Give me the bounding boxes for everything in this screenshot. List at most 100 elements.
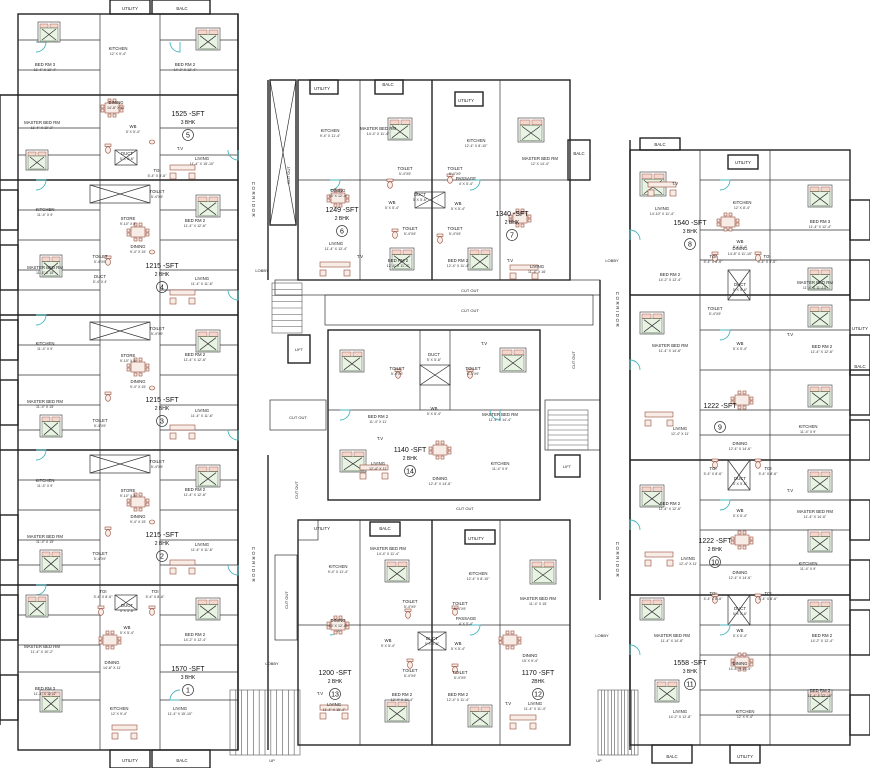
dining-chair bbox=[112, 98, 117, 103]
dining-chair bbox=[735, 218, 740, 223]
utility-box bbox=[297, 519, 319, 541]
bed-pillow bbox=[197, 599, 208, 605]
room-dimension: 5'-4" X 8'-6" bbox=[758, 260, 777, 264]
duct-cross bbox=[89, 184, 151, 204]
bed-pillow bbox=[37, 151, 47, 157]
bed-pillow bbox=[513, 349, 525, 356]
dining-chair bbox=[498, 640, 503, 645]
dining-chair bbox=[345, 198, 350, 203]
furniture-layer bbox=[25, 21, 833, 740]
unit-number: 1 bbox=[186, 688, 190, 695]
room-name: TOILET bbox=[453, 670, 468, 675]
room-name: BED RM 2 bbox=[185, 487, 206, 492]
wc-cistern bbox=[436, 233, 444, 237]
room-dimension: 9'-10" X 8' bbox=[120, 222, 137, 226]
unit-number-circle bbox=[404, 465, 416, 477]
dining-chair bbox=[326, 625, 331, 630]
lobby-label: LOBBY bbox=[605, 258, 619, 263]
dining-chair bbox=[107, 98, 112, 103]
armchair bbox=[169, 172, 177, 180]
quilt-pattern bbox=[29, 602, 45, 616]
wc-cistern bbox=[104, 526, 112, 530]
room-dimension: 11'-4" X 15'-4" bbox=[323, 708, 346, 712]
armchair bbox=[381, 472, 389, 480]
room-dimension: 11'-4" X 12'-4" bbox=[809, 225, 832, 229]
duct-cross bbox=[89, 321, 151, 341]
cut-out-label: CUT OUT bbox=[286, 166, 291, 184]
bed bbox=[339, 349, 365, 373]
dining-chair bbox=[749, 536, 754, 541]
unit-area: 1140 -SFT bbox=[394, 447, 427, 454]
bed-pillow bbox=[480, 706, 491, 712]
dining-chair bbox=[742, 390, 747, 395]
room-dimension: 5' X 5'-4" bbox=[120, 631, 135, 635]
room-dimension: 5' X 5'-6" bbox=[120, 157, 135, 161]
room-dimension: 5' X 5'-6" bbox=[733, 482, 748, 486]
bed bbox=[195, 194, 221, 218]
dining-chair bbox=[749, 400, 754, 405]
room-name: UTILITY bbox=[458, 98, 474, 103]
dining-chair bbox=[338, 188, 343, 193]
quilt-pattern bbox=[471, 712, 489, 726]
room-dimension: 11'-4" X 14'-8" bbox=[661, 639, 684, 643]
bed bbox=[807, 529, 833, 553]
dining-chair bbox=[133, 237, 138, 242]
room-name: STORE bbox=[121, 488, 136, 493]
room-dimension: 11'-4" X 15' bbox=[36, 405, 54, 409]
unit-number: 4 bbox=[160, 285, 164, 292]
dining-chair bbox=[138, 507, 143, 512]
duct-shaft bbox=[419, 364, 451, 386]
armchair bbox=[529, 722, 537, 730]
dining-chair bbox=[730, 396, 735, 401]
armchair bbox=[111, 732, 119, 740]
door-swing bbox=[629, 519, 641, 531]
room-dimension: 11'-4" X 15'-10" bbox=[190, 162, 215, 166]
cut-out-label: CUT OUT bbox=[289, 415, 307, 420]
balcony-side bbox=[849, 609, 870, 656]
room-dimension: 12'-4" X 11'-4" bbox=[387, 264, 410, 268]
room-dimension: 11'-4" X 13'-4" bbox=[325, 247, 348, 251]
bed-pillow bbox=[27, 596, 37, 602]
quilt-pattern bbox=[43, 422, 59, 436]
room-name: DINING bbox=[130, 244, 146, 249]
room-name: TOILET bbox=[150, 459, 165, 464]
quilt-pattern bbox=[43, 557, 59, 571]
room-dimension: 5'-4" X 8'-6" bbox=[148, 174, 167, 178]
room-name: BED RM 2 bbox=[448, 258, 469, 263]
bed-pillow bbox=[197, 466, 208, 472]
dining-chair bbox=[110, 630, 115, 635]
unit-area: 1340 -SFT bbox=[495, 211, 529, 218]
balcony-side bbox=[567, 139, 591, 181]
sofa bbox=[647, 181, 677, 188]
quilt-pattern bbox=[811, 537, 829, 551]
room-dimension: 12'-4" X 11'-4" bbox=[391, 698, 414, 702]
room-dimension: 11'-4" X 12'-6" bbox=[184, 224, 207, 228]
wc-cistern bbox=[754, 593, 762, 597]
quilt-pattern bbox=[388, 567, 406, 581]
wc-cistern bbox=[404, 608, 412, 612]
dining-chair bbox=[117, 640, 122, 645]
bed-pillow bbox=[397, 701, 408, 707]
bed-pillow bbox=[27, 151, 37, 157]
armchair bbox=[531, 272, 539, 280]
room-name: WB bbox=[455, 641, 462, 646]
dining-chair bbox=[428, 450, 433, 455]
wc bbox=[105, 394, 111, 402]
dining-chair bbox=[723, 227, 728, 232]
bed-pillow bbox=[653, 173, 665, 180]
unit-type: 2 BHK bbox=[328, 679, 343, 685]
room-name: TOI bbox=[764, 466, 771, 471]
unit-number-circle bbox=[156, 550, 168, 562]
unit-type: 3 BHK bbox=[683, 669, 698, 675]
unit-type: 2 BHK bbox=[155, 272, 170, 278]
quilt-pattern bbox=[811, 607, 829, 621]
room-dimension: 11'-4" X 15' bbox=[36, 540, 54, 544]
dining-chair bbox=[737, 390, 742, 395]
quilt-pattern bbox=[391, 125, 409, 139]
balcony-side bbox=[0, 594, 19, 641]
room-dimension: 11'-4" X 9' bbox=[37, 213, 53, 217]
room-dimension: 5'-4"X9' bbox=[399, 172, 412, 176]
door-swing bbox=[35, 314, 47, 326]
